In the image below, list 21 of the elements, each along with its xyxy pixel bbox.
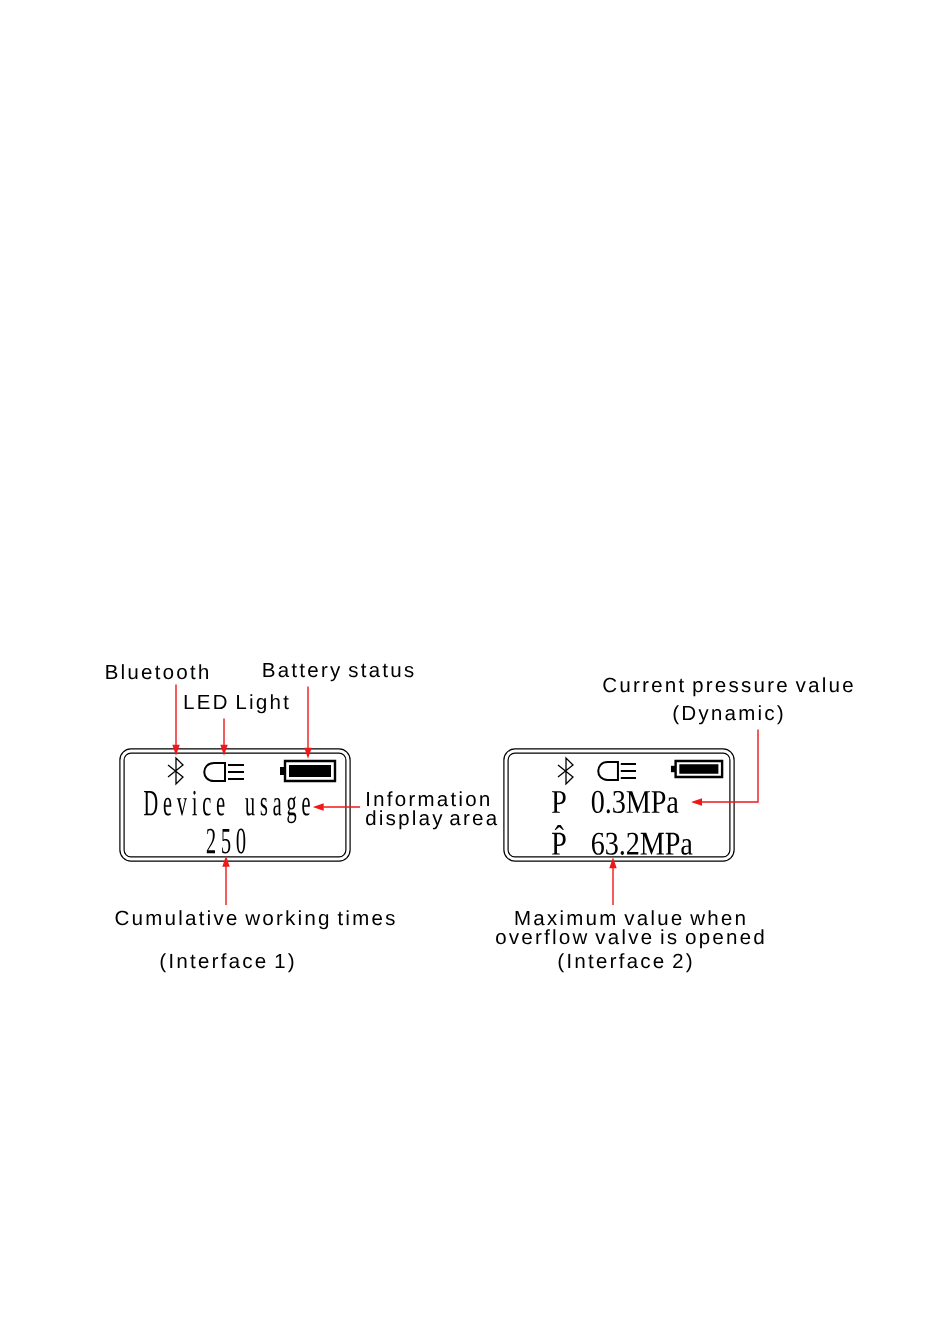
display-text: 250	[206, 828, 246, 854]
lcd-display	[503, 748, 735, 862]
callout-label: Information display area	[366, 791, 498, 830]
caption: (Interface 1)	[160, 953, 294, 973]
display-text: Device usage	[144, 790, 310, 824]
lcd-display	[119, 748, 351, 862]
callout-label: Cumulative working times	[115, 910, 395, 930]
callout-label: Current pressure value (Dynamic)	[603, 677, 853, 725]
callout-label: Battery status	[263, 662, 414, 682]
headlight-icon	[597, 761, 637, 781]
bluetooth-icon	[167, 756, 184, 786]
battery-icon	[280, 759, 337, 783]
caption: (Interface 2)	[558, 953, 692, 973]
battery-icon	[670, 759, 724, 779]
callout-label: Maximum value when overflow valve is opened	[496, 910, 764, 949]
display-reading: P̂ 63.2MPa	[552, 825, 693, 855]
callout-label: LED Light	[184, 694, 289, 714]
display-reading: P 0.3MPa	[552, 790, 679, 814]
headlight-icon	[203, 762, 245, 782]
callout-label: Bluetooth	[106, 664, 208, 680]
bluetooth-icon	[557, 756, 574, 786]
